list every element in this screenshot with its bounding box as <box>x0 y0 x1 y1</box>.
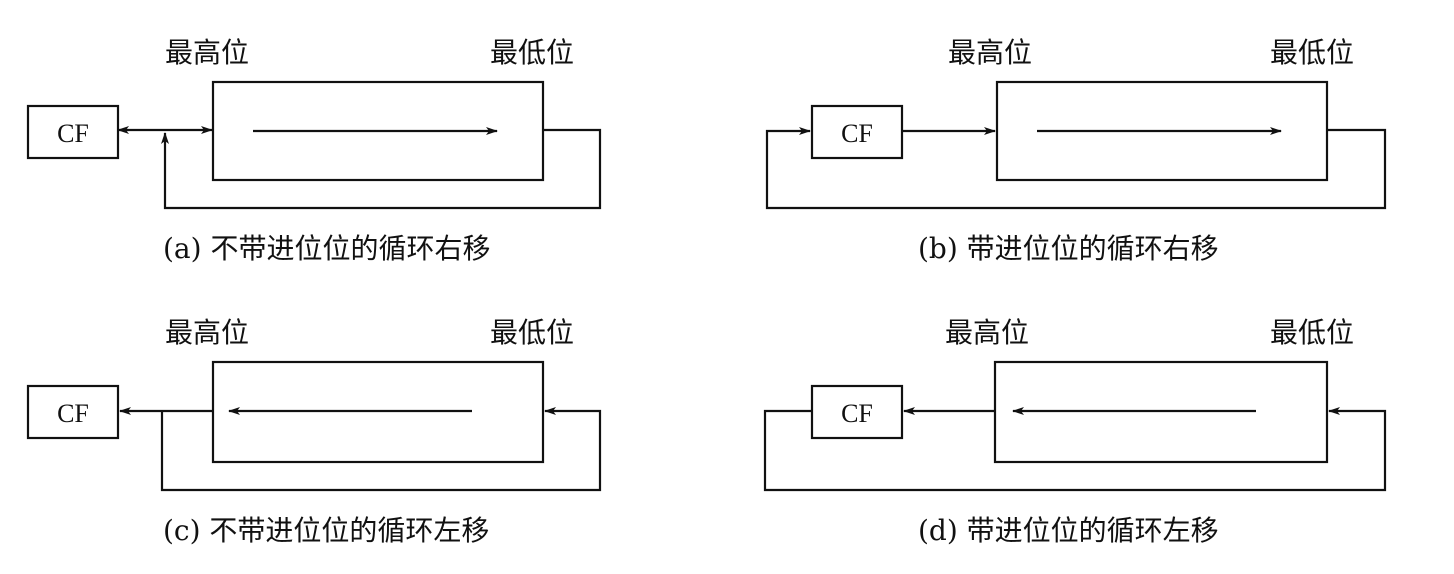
cf-label: CF <box>841 119 873 148</box>
rotate-loop-line <box>763 407 1387 492</box>
low-bit-label: 最低位 <box>1270 316 1354 349</box>
cf-label: CF <box>57 399 89 428</box>
caption-d: (d) 带进位位的循环左移 <box>918 514 1219 547</box>
panel-c: 最高位 最低位 CF (c) 不带进位位的循环左移 <box>26 316 602 547</box>
caption-c: (c) 不带进位位的循环左移 <box>163 514 489 547</box>
rotate-loop-line <box>160 407 602 492</box>
cf-label: CF <box>841 399 873 428</box>
high-bit-label: 最高位 <box>948 36 1032 69</box>
high-bit-label: 最高位 <box>165 36 249 69</box>
caption-a: (a) 不带进位位的循环右移 <box>163 232 490 265</box>
panel-d: 最高位 最低位 CF (d) 带进位位的循环左移 <box>763 316 1387 547</box>
rotate-loop-line <box>765 127 1387 210</box>
caption-b: (b) 带进位位的循环右移 <box>918 232 1219 265</box>
high-bit-label: 最高位 <box>945 316 1029 349</box>
panel-b: 最高位 最低位 CF (b) 带进位位的循环右移 <box>765 36 1387 265</box>
cf-label: CF <box>57 119 89 148</box>
cf-box <box>26 384 120 440</box>
low-bit-label: 最低位 <box>1270 36 1354 69</box>
low-bit-label: 最低位 <box>490 36 574 69</box>
panel-a: 最高位 最低位 CF (a) 不带进位位的循环右移 <box>26 36 602 265</box>
high-bit-label: 最高位 <box>165 316 249 349</box>
low-bit-label: 最低位 <box>490 316 574 349</box>
rotate-loop-line <box>161 128 602 210</box>
